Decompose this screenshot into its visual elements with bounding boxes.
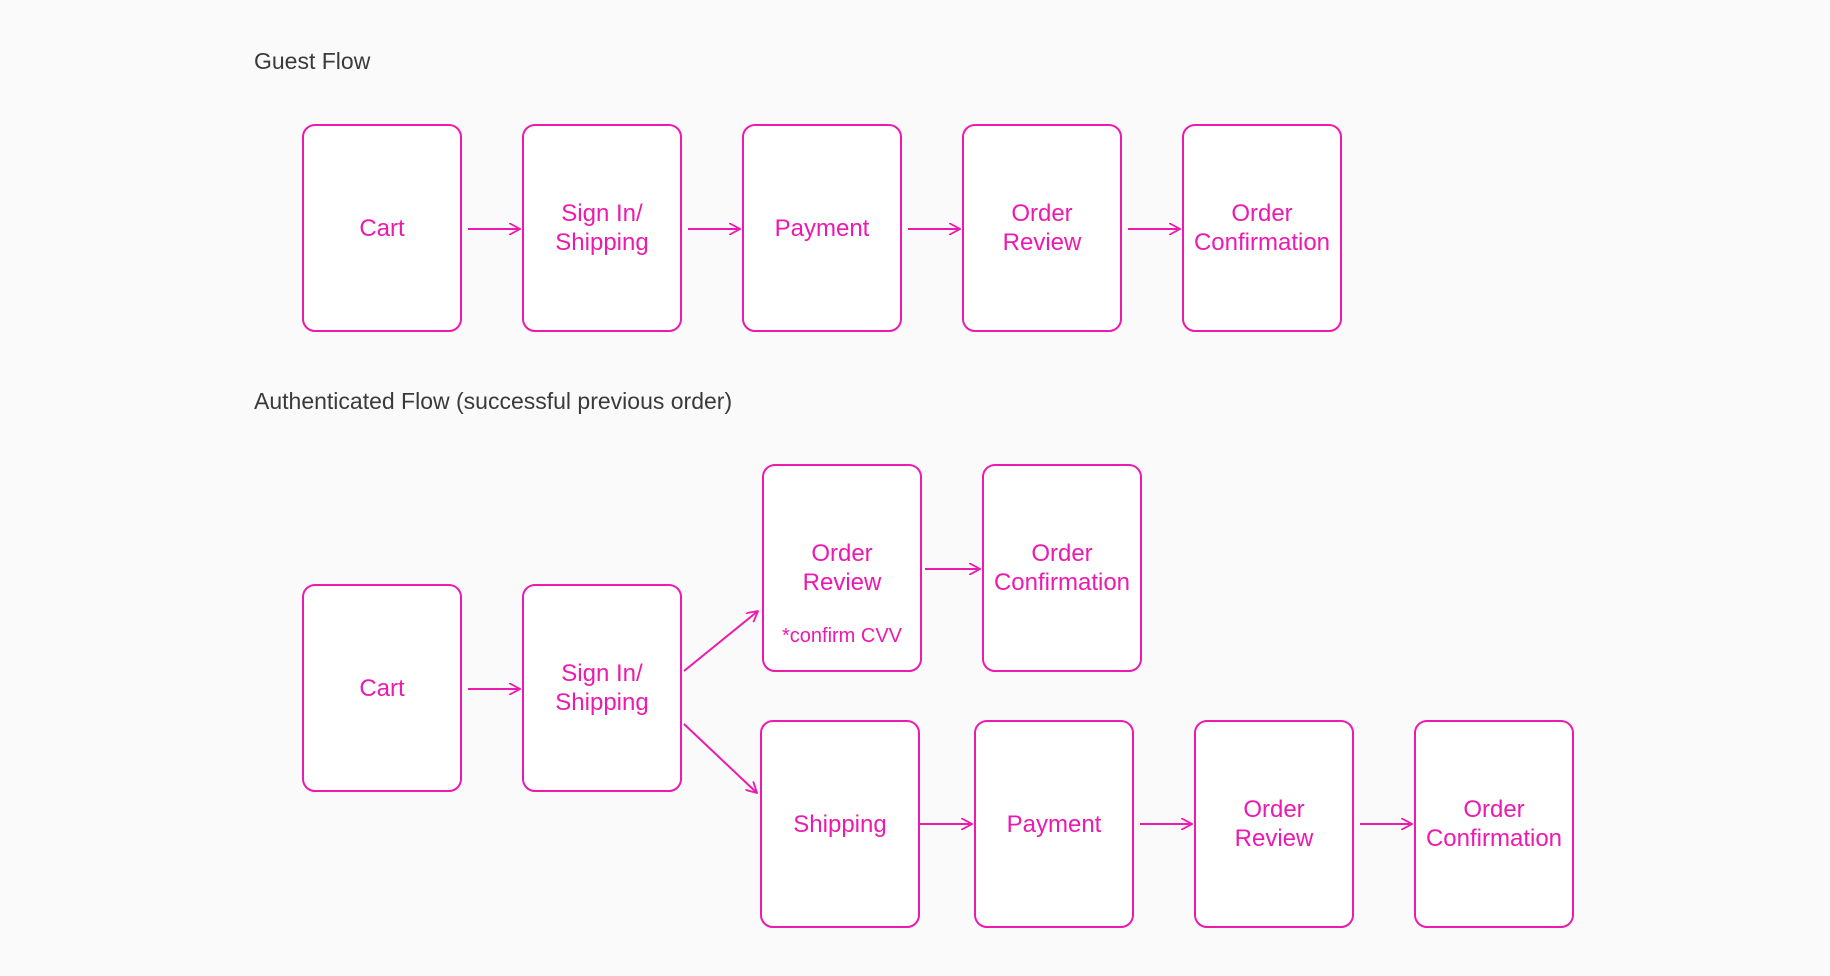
step-label: Sign In/ Shipping <box>555 660 649 716</box>
step-label: Order Review <box>1002 200 1082 256</box>
auth-step-cart: Cart <box>302 584 462 792</box>
step-label: Cart <box>359 674 405 702</box>
step-label: Cart <box>359 214 405 242</box>
step-note: *confirm CVV <box>781 625 903 647</box>
step-label: Payment <box>774 214 870 242</box>
guest-step-cart: Cart <box>302 124 462 332</box>
step-label: Order Confirmation <box>993 540 1131 596</box>
auth-lower-step-order-confirmation: Order Confirmation <box>1414 720 1574 928</box>
auth-upper-step-order-review: Order Review *confirm CVV <box>762 464 922 672</box>
step-label: Sign In/ Shipping <box>555 200 649 256</box>
guest-step-order-review: Order Review <box>962 124 1122 332</box>
step-label: Order Confirmation <box>1425 796 1563 852</box>
auth-lower-step-shipping: Shipping <box>760 720 920 928</box>
guest-flow-title: Guest Flow <box>254 48 371 74</box>
step-label: Order Confirmation <box>1193 200 1331 256</box>
guest-step-payment: Payment <box>742 124 902 332</box>
arrow-auth-signin-to-lower-shipping <box>683 723 757 793</box>
guest-step-sign-in-shipping: Sign In/ Shipping <box>522 124 682 332</box>
auth-lower-step-order-review: Order Review <box>1194 720 1354 928</box>
auth-upper-step-order-confirmation: Order Confirmation <box>982 464 1142 672</box>
guest-step-order-confirmation: Order Confirmation <box>1182 124 1342 332</box>
step-label: Order Review <box>1234 796 1314 852</box>
auth-lower-step-payment: Payment <box>974 720 1134 928</box>
step-label: Payment <box>1006 810 1102 838</box>
step-label: Shipping <box>793 810 887 838</box>
arrow-auth-signin-to-upper-review <box>683 611 758 672</box>
authenticated-flow-title: Authenticated Flow (successful previous … <box>254 388 733 414</box>
step-label: Order Review <box>802 540 882 596</box>
auth-step-sign-in-shipping: Sign In/ Shipping <box>522 584 682 792</box>
